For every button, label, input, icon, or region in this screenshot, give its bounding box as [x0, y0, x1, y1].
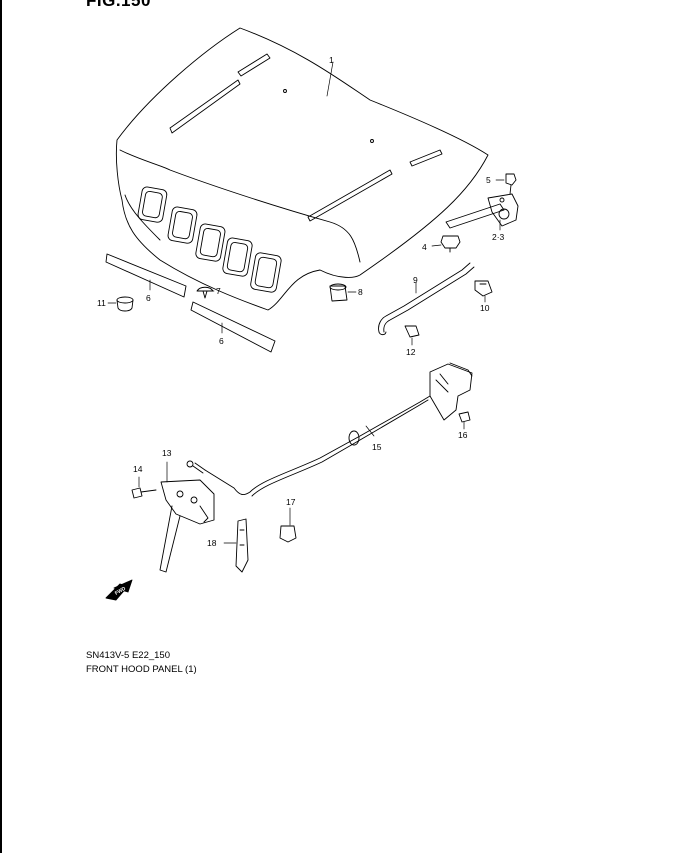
callout-17: 17: [286, 497, 296, 507]
molding-strip-part-upper: [105, 253, 187, 298]
release-cable-part-15: [186, 395, 431, 497]
release-handle-assembly: [429, 362, 473, 421]
rod-holder-part-10: [474, 280, 493, 297]
molding-strip-part-lower: [190, 301, 276, 353]
callout-15: 15: [372, 442, 382, 452]
callout-18: 18: [207, 538, 217, 548]
clip-part-7: [196, 286, 214, 299]
page-frame-border: [0, 0, 2, 853]
bolt-part-5: [505, 173, 517, 195]
clip-part-16: [458, 411, 471, 423]
leader-line-4: [431, 244, 442, 247]
bracket-part-18: [235, 518, 249, 573]
bumper-part-11: [116, 296, 134, 312]
diagram-caption: FRONT HOOD PANEL (1): [86, 664, 197, 675]
callout-11: 11: [97, 298, 106, 308]
hood-panel-part: [115, 27, 489, 311]
callout-1: 1: [329, 55, 334, 65]
callout-16: 16: [458, 430, 468, 440]
bolt-part-4: [440, 235, 461, 253]
figure-title: FIG.150: [86, 0, 151, 10]
callout-6-upper: 6: [146, 293, 151, 303]
diagram-code: SN413V-5 E22_150: [86, 650, 170, 661]
callout-4: 4: [422, 242, 427, 252]
leader-line-1: [326, 61, 334, 97]
callout-12: 12: [406, 347, 416, 357]
leader-line-15: [365, 425, 375, 437]
hinge-part-2-3: [445, 193, 519, 229]
callout-13: 13: [162, 448, 172, 458]
callout-14: 14: [133, 464, 143, 474]
fwd-arrow-label: FWD: [114, 586, 127, 597]
callout-2-3: 2·3: [492, 232, 505, 242]
callout-9: 9: [413, 275, 418, 285]
callout-7: 7: [216, 286, 221, 296]
bolt-part-14: [131, 487, 157, 499]
grommet-part-12: [404, 325, 420, 338]
fwd-arrow-icon: [105, 579, 133, 601]
callout-5: 5: [486, 175, 491, 185]
hood-latch-part-13: [159, 479, 215, 573]
support-rod-part-9: [378, 262, 475, 336]
clip-part-17: [279, 525, 297, 543]
cushion-part-8: [329, 283, 348, 302]
callout-10: 10: [480, 303, 490, 313]
callout-6-lower: 6: [219, 336, 224, 346]
callout-8: 8: [358, 287, 363, 297]
